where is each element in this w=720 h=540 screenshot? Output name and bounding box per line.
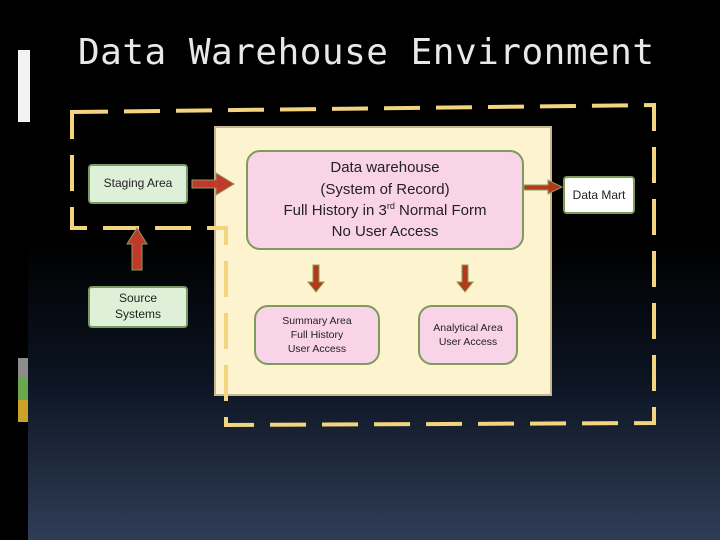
staging-area-label: Staging Area [103, 176, 173, 191]
data-warehouse-line3: Full History in 3rd Normal Form [283, 201, 487, 219]
arrow-warehouse-to-summary [306, 264, 326, 293]
summary-area-box: Summary Area Full History User Access [254, 305, 380, 365]
arrow-warehouse-to-datamart [523, 179, 564, 195]
accent-bar-gold [18, 400, 28, 422]
data-mart-box: Data Mart [563, 176, 635, 214]
data-warehouse-line2: (System of Record) [320, 180, 450, 198]
arrow-staging-to-warehouse [191, 172, 235, 196]
accent-bar-gray [18, 358, 28, 378]
data-mart-label: Data Mart [572, 188, 626, 202]
accent-bar-white [18, 50, 30, 122]
source-systems-label: Source Systems [114, 291, 161, 321]
staging-area-box: Staging Area [88, 164, 188, 204]
analytical-area-box: Analytical Area User Access [418, 305, 518, 365]
source-systems-box: Source Systems [88, 286, 188, 328]
analytical-area-label: Analytical Area User Access [433, 321, 503, 348]
data-warehouse-line1: Data warehouse [330, 159, 440, 177]
arrow-warehouse-to-analytical [455, 264, 475, 293]
environment-boundary [70, 102, 656, 428]
accent-bar-green [18, 378, 28, 400]
summary-area-label: Summary Area Full History User Access [282, 314, 352, 356]
arrow-source-to-staging [126, 227, 148, 271]
data-warehouse-box: Data warehouse (System of Record) Full H… [246, 150, 524, 250]
data-warehouse-line4: No User Access [331, 223, 439, 241]
slide-title: Data Warehouse Environment [78, 32, 655, 73]
